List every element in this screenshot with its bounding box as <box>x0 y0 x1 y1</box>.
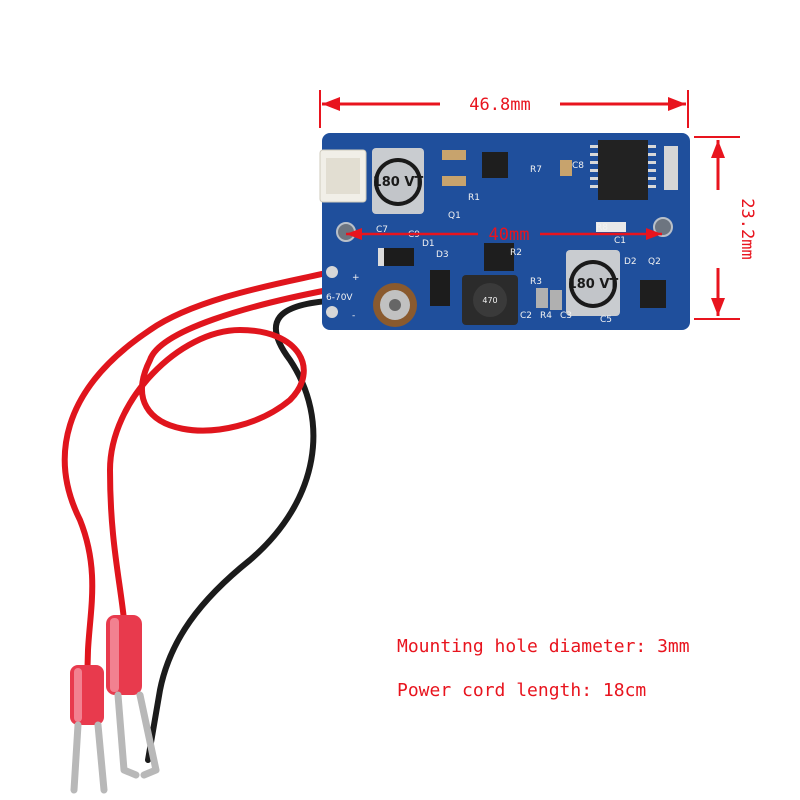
svg-text:R3: R3 <box>530 277 542 287</box>
svg-text:Q2: Q2 <box>648 257 661 267</box>
input-voltage-label: 6-70V <box>326 293 353 303</box>
svg-text:23.2mm: 23.2mm <box>737 198 757 259</box>
cord-length-note: Power cord length: 18cm <box>397 680 647 701</box>
spade-terminal-left <box>70 665 108 794</box>
dimension-height: 23.2mm <box>694 136 757 320</box>
svg-text:470: 470 <box>482 296 497 305</box>
plus-marking: + <box>352 273 360 283</box>
pcb-board: 180 VT 180 VT 470 <box>319 133 690 330</box>
inductor: 470 <box>462 275 518 325</box>
svg-text:R4: R4 <box>540 311 552 321</box>
svg-text:C8: C8 <box>572 161 584 171</box>
radial-capacitor <box>373 283 417 327</box>
small-ic <box>484 243 514 271</box>
svg-text:C1: C1 <box>614 236 626 246</box>
svg-text:C3: C3 <box>560 311 572 321</box>
red-wire-loop <box>106 287 331 623</box>
dimension-hole-spacing: 40mm <box>346 225 662 245</box>
svg-text:180 VT: 180 VT <box>568 277 619 292</box>
svg-text:R2: R2 <box>510 248 522 258</box>
svg-text:180 VT: 180 VT <box>373 175 424 190</box>
mounting-hole <box>653 217 673 237</box>
svg-text:R7: R7 <box>530 165 542 175</box>
svg-text:D1: D1 <box>422 239 435 249</box>
svg-text:R8: R8 <box>596 223 608 233</box>
capacitor-right: 180 VT <box>566 250 620 316</box>
power-cord <box>61 269 333 794</box>
transistor <box>640 280 666 308</box>
svg-text:40mm: 40mm <box>489 225 530 245</box>
svg-text:D3: D3 <box>436 250 449 260</box>
svg-text:C5: C5 <box>600 315 612 325</box>
svg-text:C2: C2 <box>520 311 532 321</box>
spade-terminal-right <box>106 615 160 779</box>
svg-text:46.8mm: 46.8mm <box>469 95 530 115</box>
dimension-width: 46.8mm <box>319 90 689 128</box>
capacitor-left: 180 VT <box>372 148 424 214</box>
svg-text:C7: C7 <box>376 225 388 235</box>
svg-text:Q1: Q1 <box>448 211 461 221</box>
diode <box>378 248 414 266</box>
minus-marking: - <box>352 311 355 321</box>
black-wire <box>145 298 331 763</box>
hole-diameter-note: Mounting hole diameter: 3mm <box>397 636 690 657</box>
red-wire <box>61 269 333 723</box>
svg-text:D2: D2 <box>624 257 637 267</box>
svg-text:R1: R1 <box>468 193 480 203</box>
small-ic <box>482 152 508 178</box>
ic-chip <box>590 140 656 200</box>
diode <box>430 270 450 306</box>
pin-header <box>664 146 678 190</box>
